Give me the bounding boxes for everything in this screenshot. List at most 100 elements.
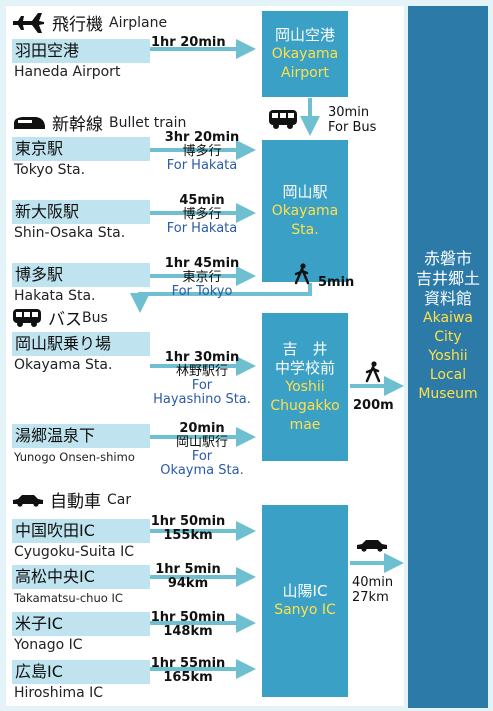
- walk-icon: [294, 263, 310, 285]
- origin-shin-osaka: 新大阪駅 Shin-Osaka Sta.: [12, 200, 150, 242]
- car-section-header: 自動車 Car: [12, 487, 131, 512]
- route-distance: 165km: [163, 670, 213, 685]
- route-time: 1hr 30min: [164, 350, 240, 365]
- car-icon: [357, 540, 387, 552]
- hub-label-en: Yoshii: [285, 378, 325, 395]
- airplane-section-header: 飛行機 Airplane: [12, 10, 167, 35]
- origin-label-en: Haneda Airport: [14, 64, 121, 80]
- museum-label-jp: 赤磐市: [423, 249, 472, 268]
- route-time: 1hr 55min: [150, 656, 226, 671]
- hub-label-jp: 吉 井: [282, 339, 328, 358]
- route-distance: 155km: [163, 528, 213, 543]
- route-via-en: Okayma Sta.: [160, 463, 244, 478]
- hub-label-en: Okayama: [271, 45, 339, 62]
- museum-label-en: City: [434, 329, 462, 345]
- route-label-shin-osaka: 45min 博多行 For Hakata: [150, 194, 254, 236]
- okayama-airport-box: 岡山空港 Okayama Airport: [262, 11, 348, 97]
- origin-label-en: Okayama Sta.: [14, 357, 113, 373]
- airplane-title-jp: 飛行機: [52, 15, 103, 35]
- walk-time-station: 5min: [318, 275, 355, 290]
- bus-section-header: バス Bus: [12, 305, 108, 330]
- hub-label-en: Okayama: [271, 202, 339, 219]
- origin-label-jp: 岡山駅乗り場: [12, 332, 150, 356]
- route-time: 1hr 45min: [164, 256, 240, 271]
- hub-label-en: mae: [289, 416, 321, 433]
- route-via-jp: 岡山駅行: [175, 435, 228, 450]
- origin-label-en: Tokyo Sta.: [14, 162, 86, 178]
- walk-distance-yoshii: 200m: [353, 398, 394, 413]
- route-via-jp: 博多行: [182, 144, 222, 159]
- origin-label-jp: 米子IC: [12, 612, 150, 636]
- route-label-yunogo: 20min 岡山駅行 For Okayma Sta.: [150, 422, 254, 478]
- bus-title-jp: バス: [48, 310, 82, 330]
- route-label-yonago: 1hr 50min 148km: [150, 611, 226, 639]
- route-via-jp: 林野駅行: [175, 364, 228, 379]
- airplane-icon: [13, 12, 44, 33]
- museum-label-en: Local: [429, 367, 467, 383]
- route-time: 1hr 50min: [150, 514, 226, 529]
- okayama-station-box: 岡山駅 Okayama Sta.: [262, 140, 348, 282]
- route-time: 3hr 20min: [164, 130, 240, 145]
- origin-label-en: Hakata Sta.: [14, 288, 96, 304]
- bus-transfer-label: 30min For Bus: [328, 105, 376, 135]
- hub-label-en: Airport: [281, 64, 329, 81]
- route-via-en: For: [191, 449, 213, 464]
- route-label-hiroshima: 1hr 55min 165km: [150, 657, 226, 685]
- yoshii-chugakko-box: 吉 井 中学校前 Yoshii Chugakko mae: [262, 313, 348, 461]
- bus-icon: [269, 110, 297, 129]
- origin-label-jp: 羽田空港: [12, 39, 150, 63]
- museum-box: 赤磐市 吉井郷土 資料館 Akaiwa City Yoshii Local Mu…: [408, 6, 488, 708]
- hub-label-jp: 中学校前: [274, 358, 335, 377]
- arrow-station-to-bus: [130, 283, 312, 313]
- car-icon: [13, 494, 43, 507]
- time-haneda: 1hr 20min: [151, 35, 226, 50]
- hub-label-jp: 山陽IC: [282, 582, 328, 600]
- origin-yunogo: 湯郷温泉下 Yunogo Onsen-shimo: [12, 424, 150, 466]
- origin-label-jp: 高松中央IC: [12, 565, 150, 589]
- final-time: 40min: [352, 575, 394, 590]
- museum-label-jp: 吉井郷土: [415, 269, 480, 288]
- bullet-train-icon: [14, 116, 45, 129]
- hub-label-en: Sanyo IC: [274, 602, 336, 618]
- museum-label-en: Akaiwa: [423, 310, 473, 326]
- origin-label-en: Shin-Osaka Sta.: [14, 225, 126, 241]
- route-label-hakata: 1hr 45min 東京行 For Tokyo: [150, 257, 254, 299]
- route-via-en: For Tokyo: [171, 284, 233, 299]
- route-time: 20min: [179, 421, 225, 436]
- bus-transfer-text: For Bus: [328, 120, 377, 135]
- origin-label-en: Yunogo Onsen-shimo: [14, 450, 135, 464]
- train-section-header: 新幹線 Bullet train: [12, 110, 186, 135]
- origin-hakata: 博多駅 Hakata Sta.: [12, 263, 150, 305]
- bus-transfer-time: 30min: [328, 105, 370, 120]
- route-label-suita: 1hr 50min 155km: [150, 515, 226, 543]
- route-via-jp: 東京行: [182, 270, 222, 285]
- route-via-en: For Hakata: [166, 158, 238, 173]
- origin-label-jp: 新大阪駅: [12, 200, 150, 224]
- origin-label-jp: 広島IC: [12, 660, 150, 684]
- origin-label-en: Cyugoku-Suita IC: [14, 544, 135, 560]
- car-title-jp: 自動車: [50, 492, 101, 512]
- origin-suita: 中国吹田IC Cyugoku-Suita IC: [12, 519, 150, 561]
- route-via-jp: 博多行: [182, 207, 222, 222]
- sanyo-ic-box: 山陽IC Sanyo IC: [262, 505, 348, 697]
- origin-label-en: Yonago IC: [14, 637, 83, 653]
- route-time: 45min: [179, 193, 225, 208]
- origin-yonago: 米子IC Yonago IC: [12, 612, 150, 654]
- car-title-en: Car: [107, 491, 132, 508]
- museum-label-en: Museum: [418, 386, 478, 402]
- origin-label-jp: 博多駅: [12, 263, 150, 287]
- route-label-okayama-bus: 1hr 30min 林野駅行 For Hayashino Sta.: [146, 351, 258, 407]
- hub-label-jp: 岡山空港: [274, 25, 335, 44]
- route-label-takamatsu: 1hr 5min 94km: [150, 563, 226, 591]
- origin-label-jp: 湯郷温泉下: [12, 424, 150, 448]
- museum-label-jp: 資料館: [423, 289, 472, 308]
- bus-title-en: Bus: [82, 309, 108, 326]
- hub-label-en: Chugakko: [270, 397, 340, 414]
- airplane-title-en: Airplane: [109, 14, 168, 31]
- route-time: 1hr 50min: [150, 610, 226, 625]
- origin-label-en: Takamatsu-chuo IC: [14, 591, 123, 605]
- origin-label-jp: 中国吹田IC: [12, 519, 150, 543]
- origin-tokyo: 東京駅 Tokyo Sta.: [12, 137, 150, 179]
- route-via-en: For: [191, 378, 213, 393]
